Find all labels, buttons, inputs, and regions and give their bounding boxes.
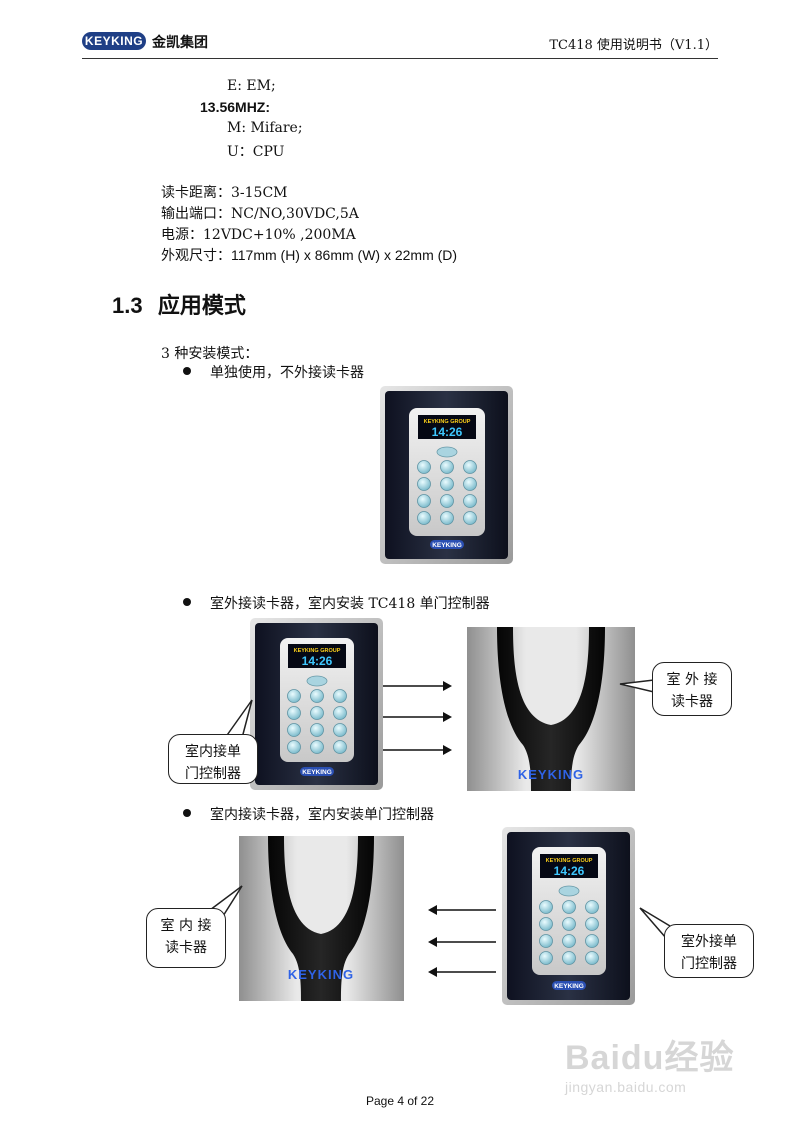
bullet-outdoor-reader: 室外接读卡器，室内安装 TC418 单门控制器 bbox=[210, 596, 490, 612]
device-brand-label: KEYKING GROUP bbox=[546, 858, 593, 864]
spec-output-port: 输出端口：NC/NO,30VDC,5A bbox=[161, 206, 359, 222]
callout-line-1: 室外接单 bbox=[681, 934, 737, 950]
company-name: 金凯集团 bbox=[152, 35, 208, 51]
callout-line-1: 室内接单 bbox=[185, 744, 241, 760]
spec-read-distance: 读卡距离：3-15CM bbox=[161, 185, 288, 201]
callout-line-2: 门控制器 bbox=[681, 956, 737, 972]
device-badge: KEYKING bbox=[432, 542, 462, 549]
bullet-icon bbox=[183, 367, 191, 375]
callout-line-1: 室 外 接 bbox=[666, 672, 718, 688]
reader-badge: KEYKING bbox=[518, 767, 584, 782]
watermark-url: jingyan.baidu.com bbox=[565, 1079, 687, 1095]
controller-device-outdoor: KEYKING GROUP 14:26 KEYKING bbox=[502, 827, 635, 1005]
callout-outdoor-controller: 室外接单 门控制器 bbox=[636, 896, 760, 982]
controller-device-standalone: KEYKING GROUP 14:26 KEYKING bbox=[380, 386, 513, 564]
reader-badge: KEYKING bbox=[288, 967, 354, 982]
section-intro: 3 种安装模式： bbox=[161, 346, 259, 362]
page-number: Page 4 of 22 bbox=[365, 1094, 435, 1108]
callout-line-1: 室 内 接 bbox=[160, 918, 212, 934]
spec-cpu: U：CPU bbox=[227, 144, 285, 160]
card-reader-indoor: KEYKING bbox=[239, 836, 404, 1001]
device-brand-label: KEYKING GROUP bbox=[424, 419, 471, 425]
section-number: 1.3 bbox=[112, 293, 143, 318]
device-badge: KEYKING bbox=[302, 769, 332, 776]
section-heading: 1.3 应用模式 bbox=[112, 288, 246, 320]
spec-frequency: 13.56MHZ: bbox=[200, 99, 271, 115]
keyking-logo: KEYKING bbox=[82, 32, 146, 50]
section-title: 应用模式 bbox=[157, 294, 246, 319]
callout-line-2: 读卡器 bbox=[671, 694, 713, 710]
bullet-icon bbox=[183, 598, 191, 606]
spec-dimensions: 外观尺寸：117mm (H) x 86mm (W) x 22mm (D) bbox=[161, 245, 457, 265]
spec-em: E: EM; bbox=[227, 78, 276, 94]
callout-indoor-controller: 室内接单 门控制器 bbox=[160, 696, 280, 786]
document-title: TC418 使用说明书（V1.1） bbox=[549, 38, 718, 53]
spec-mifare: M: Mifare; bbox=[227, 120, 303, 136]
bullet-indoor-reader: 室内接读卡器，室内安装单门控制器 bbox=[210, 807, 434, 823]
arrow-left-icon bbox=[428, 902, 496, 980]
controller-device-indoor: KEYKING GROUP 14:26 KEYKING bbox=[250, 618, 383, 790]
device-time: 14:26 bbox=[432, 425, 463, 439]
arrow-right-icon bbox=[383, 676, 453, 760]
callout-line-2: 门控制器 bbox=[185, 766, 241, 782]
spec-dimensions-value: 117mm (H) x 86mm (W) x 22mm (D) bbox=[231, 247, 458, 263]
baidu-watermark: Baidu经验 jingyan.baidu.com bbox=[565, 1030, 734, 1095]
device-badge: KEYKING bbox=[554, 983, 584, 990]
bullet-standalone: 单独使用，不外接读卡器 bbox=[210, 365, 364, 381]
bullet-icon bbox=[183, 809, 191, 817]
card-reader-outdoor: KEYKING bbox=[467, 627, 635, 791]
callout-indoor-reader: 室 内 接 读卡器 bbox=[140, 880, 250, 972]
watermark-brand: Baidu经验 bbox=[565, 1039, 735, 1077]
spec-power: 电源：12VDC+10% ,200MA bbox=[161, 227, 356, 243]
device-time: 14:26 bbox=[554, 864, 585, 878]
header-divider bbox=[82, 58, 718, 59]
device-time: 14:26 bbox=[302, 654, 333, 668]
callout-line-2: 读卡器 bbox=[165, 940, 207, 956]
device-brand-label: KEYKING GROUP bbox=[294, 648, 341, 654]
callout-outdoor-reader: 室 外 接 读卡器 bbox=[590, 658, 740, 720]
spec-dimensions-label: 外观尺寸： bbox=[161, 248, 231, 264]
